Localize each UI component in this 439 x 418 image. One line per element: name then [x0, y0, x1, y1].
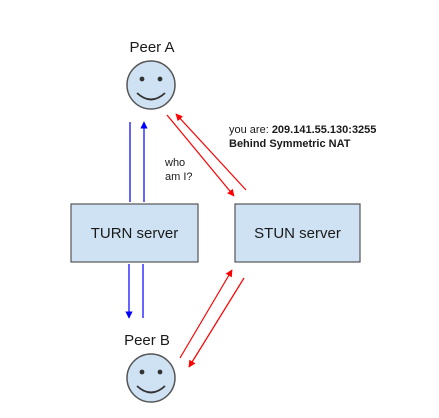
response-address: 209.141.55.130:3255 — [272, 124, 377, 136]
response-prefix: you are: — [229, 124, 272, 136]
stun-response-arrow-peer-a — [175, 113, 247, 191]
turn-server-box: TURN server — [70, 203, 199, 263]
peer-a-label: Peer A — [129, 39, 174, 56]
peer-a-smiley-face-icon — [126, 60, 176, 110]
nat-type-label: Behind Symmetric NAT — [229, 138, 351, 150]
response-label: you are: 209.141.55.130:3255 — [229, 124, 376, 136]
stun-query-arrow-peer-a — [166, 114, 235, 197]
turn-server-label: TURN server — [91, 225, 179, 242]
stun-response-arrow-peer-b — [188, 277, 245, 368]
stun-query-arrow-peer-b — [179, 269, 233, 359]
peer-b-label: Peer B — [124, 332, 170, 349]
query-label: who am I? — [164, 157, 193, 183]
stun-server-label: STUN server — [254, 225, 341, 242]
query-line-1: who — [164, 157, 185, 169]
stun-server-box: STUN server — [234, 203, 361, 263]
peer-b-smiley-face-icon — [126, 353, 176, 403]
query-line-2: am I? — [165, 171, 193, 183]
